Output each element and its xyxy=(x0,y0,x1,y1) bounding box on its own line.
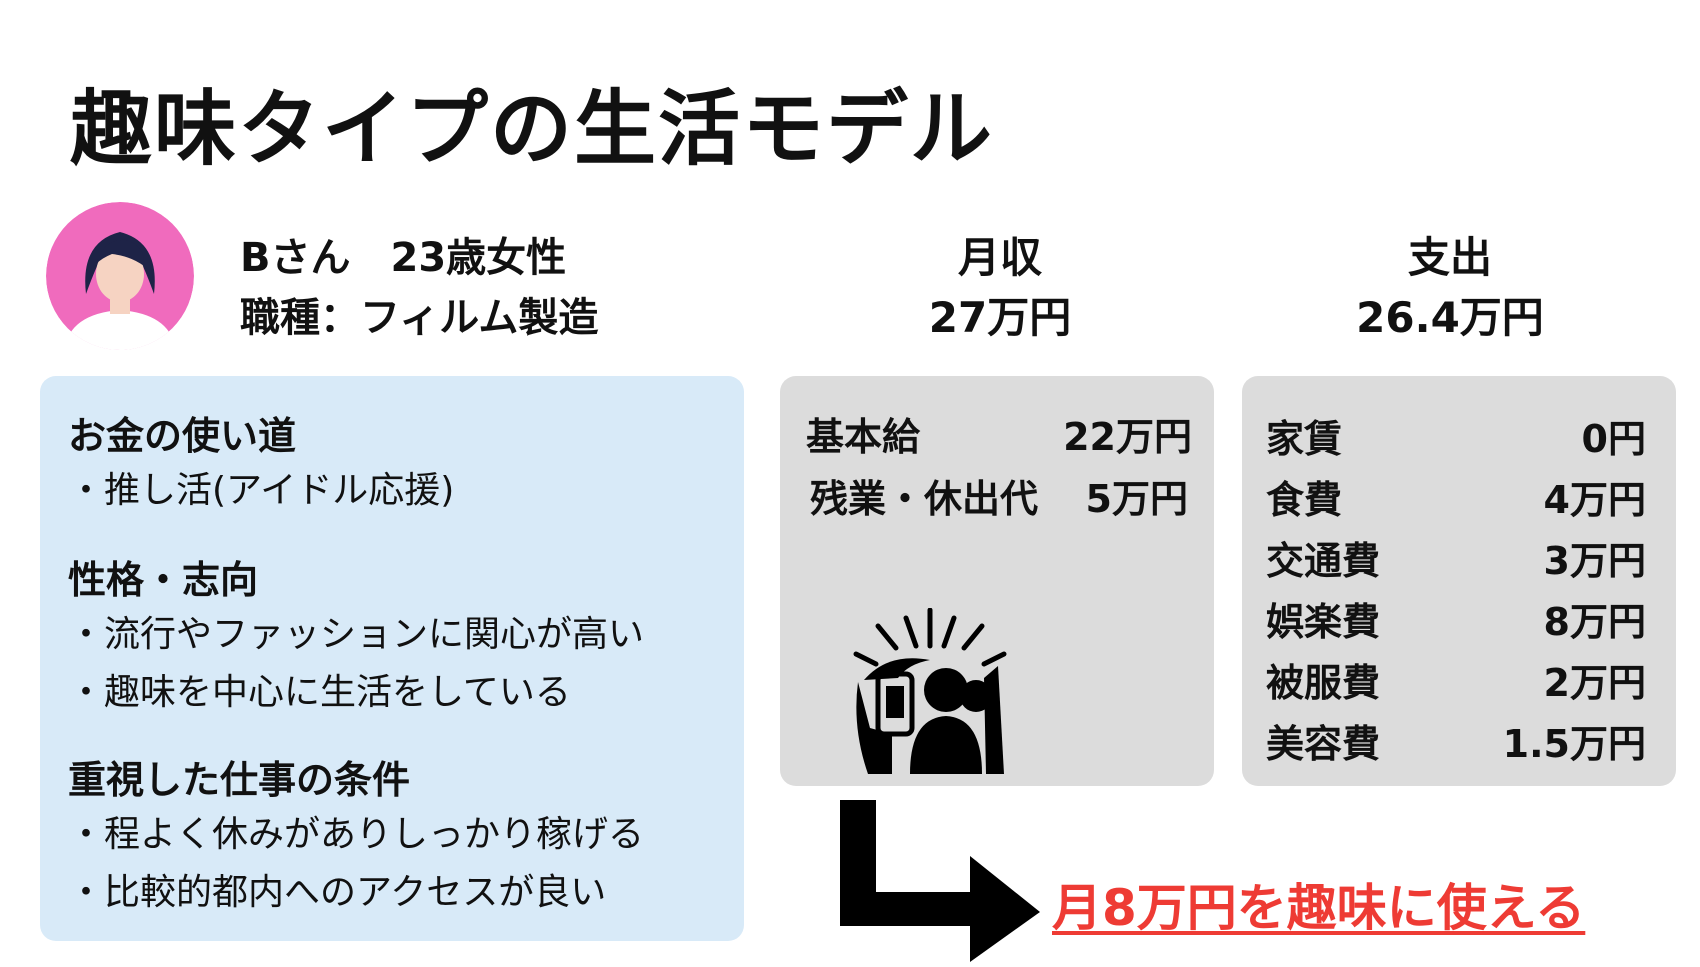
money-usage-section: お金の使い道 ・推し活(アイドル応援) xyxy=(68,410,454,520)
expense-value: 1.5万円 xyxy=(1502,722,1646,766)
section-item: ・趣味を中心に生活をしている xyxy=(68,672,571,713)
expense-label: 支出 xyxy=(1407,233,1492,282)
job-conditions-section: 重視した仕事の条件 ・程よく休みがありしっかり稼げる ・比較的都内へのアクセスが… xyxy=(68,754,644,922)
income-label: 基本給 xyxy=(806,415,921,459)
expense-label: 家賃 xyxy=(1266,417,1343,461)
income-header: 月収 27万円 xyxy=(850,228,1150,348)
income-total: 27万円 xyxy=(928,293,1072,342)
income-label: 月収 xyxy=(957,233,1042,282)
result-text: 月8万円を趣味に使える xyxy=(1052,879,1586,937)
expense-value: 3万円 xyxy=(1543,539,1646,583)
traits-panel: お金の使い道 ・推し活(アイドル応援) 性格・志向 ・流行やファッションに関心が… xyxy=(40,376,744,941)
expense-label: 交通費 xyxy=(1266,539,1381,583)
section-heading: 重視した仕事の条件 xyxy=(68,758,411,802)
personality-section: 性格・志向 ・流行やファッションに関心が高い ・趣味を中心に生活をしている xyxy=(68,554,644,722)
section-item: ・流行やファッションに関心が高い xyxy=(68,614,645,655)
income-value: 22万円 xyxy=(1063,415,1192,459)
income-breakdown-panel: 基本給 22万円 残業・休出代 5万円 xyxy=(780,376,1214,786)
section-heading: お金の使い道 xyxy=(68,414,297,458)
expense-label: 被服費 xyxy=(1266,661,1381,705)
expense-header: 支出 26.4万円 xyxy=(1290,228,1610,348)
section-heading: 性格・志向 xyxy=(68,558,259,602)
expense-total: 26.4万円 xyxy=(1356,293,1544,342)
income-value: 5万円 xyxy=(1085,477,1188,521)
expense-value: 4万円 xyxy=(1543,478,1646,522)
expense-value: 8万円 xyxy=(1543,600,1646,644)
expense-label: 食費 xyxy=(1266,478,1343,522)
arrow-right-icon xyxy=(840,800,1040,962)
expense-value: 0円 xyxy=(1581,417,1646,461)
expense-label: 娯楽費 xyxy=(1266,600,1381,644)
avatar-icon xyxy=(46,202,194,350)
page-title: 趣味タイプの生活モデル xyxy=(70,82,995,177)
section-item: ・推し活(アイドル応援) xyxy=(68,470,455,511)
section-item: ・比較的都内へのアクセスが良い xyxy=(68,872,607,913)
profile-occupation: 職種：フィルム製造 xyxy=(240,295,599,341)
profile-info: Bさん 23歳女性 職種：フィルム製造 xyxy=(240,228,598,348)
expense-label: 美容費 xyxy=(1266,722,1381,766)
expense-breakdown-panel: 家賃 0円 食費 4万円 交通費 3万円 娯楽費 8万円 被服費 2万円 美容費… xyxy=(1242,376,1676,786)
idol-concert-icon xyxy=(853,608,1007,774)
section-item: ・程よく休みがありしっかり稼げる xyxy=(68,814,645,855)
income-label: 残業・休出代 xyxy=(810,477,1039,521)
expense-value: 2万円 xyxy=(1543,661,1646,705)
profile-name-age: Bさん 23歳女性 xyxy=(240,235,567,281)
